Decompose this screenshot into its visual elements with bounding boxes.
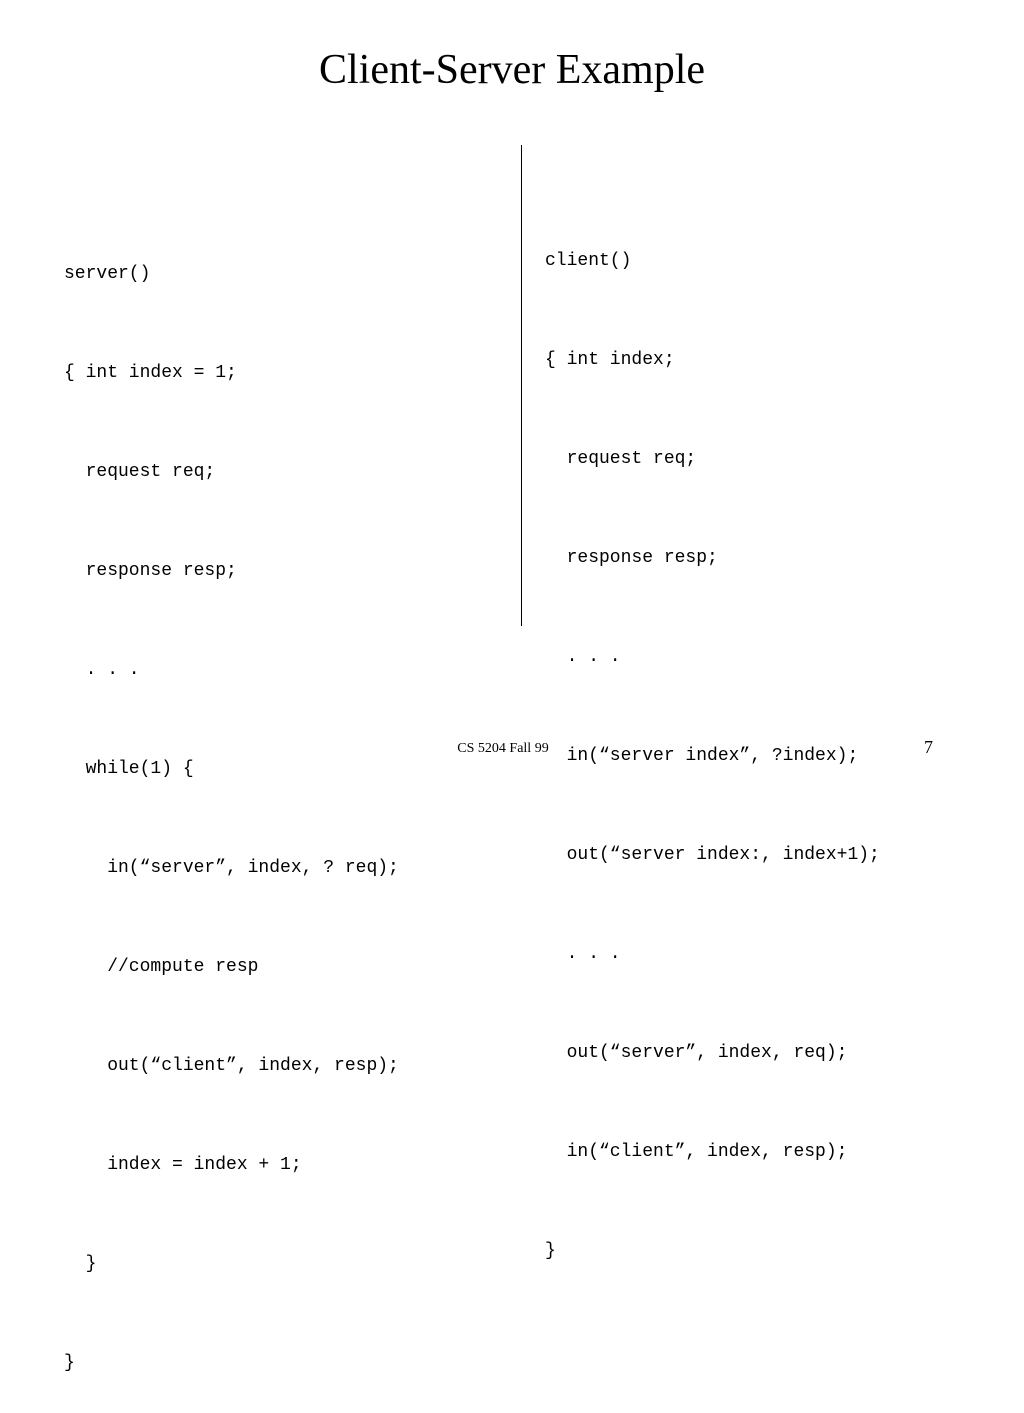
slide-footer: CS 5204 Fall 99	[457, 741, 549, 756]
code-line: { int index;	[545, 350, 675, 370]
code-line: out(“server”, index, req);	[545, 1043, 848, 1063]
code-line: server()	[64, 264, 151, 284]
code-line: index = index + 1;	[64, 1155, 302, 1175]
code-line: . . .	[64, 660, 140, 680]
code-line: response resp;	[545, 548, 718, 568]
code-line: }	[64, 1353, 75, 1373]
code-line: in(“server”, index, ? req);	[64, 858, 399, 878]
code-line: { int index = 1;	[64, 363, 237, 383]
code-line: out(“client”, index, resp);	[64, 1056, 399, 1076]
code-line: }	[64, 1254, 97, 1274]
code-line: }	[545, 1241, 556, 1261]
column-divider	[521, 145, 522, 626]
code-line: . . .	[545, 944, 621, 964]
code-line: //compute resp	[64, 957, 259, 977]
code-line: response resp;	[64, 561, 237, 581]
code-line: request req;	[64, 462, 216, 482]
code-line: in(“server index”, ?index);	[545, 746, 859, 766]
code-line: request req;	[545, 449, 697, 469]
code-line: out(“server index:, index+1);	[545, 845, 880, 865]
code-line: . . .	[545, 647, 621, 667]
slide-title: Client-Server Example	[318, 47, 706, 93]
code-line: client()	[545, 251, 632, 271]
page-number: 7	[924, 737, 933, 757]
server-code-block: server() { int index = 1; request req; r…	[64, 192, 399, 1413]
code-line: in(“client”, index, resp);	[545, 1142, 848, 1162]
